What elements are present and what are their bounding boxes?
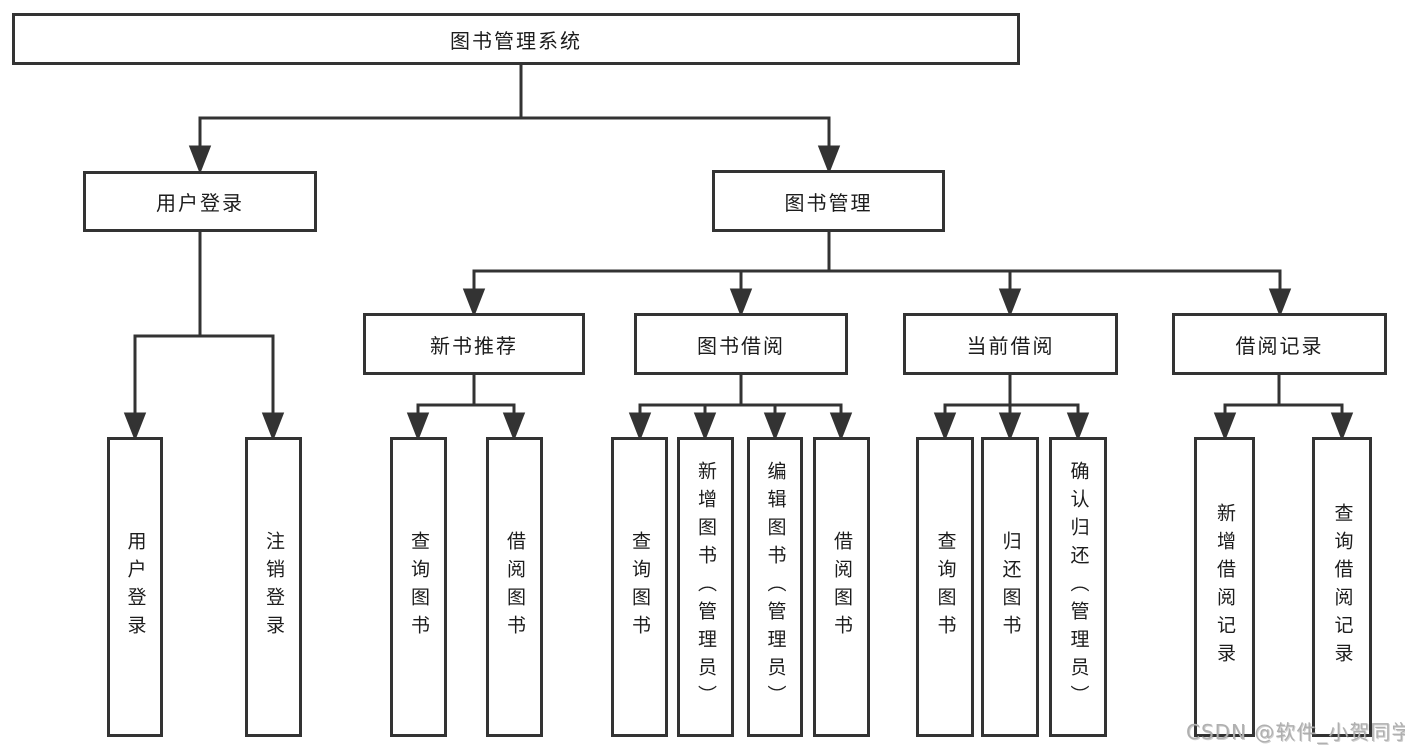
node-leaf-cb-query-books-label: 查询图书	[934, 531, 957, 643]
connector-book-mgmt-to-groups	[462, 231, 1292, 318]
node-leaf-user-login: 用户登录	[107, 437, 163, 737]
node-book-borrow: 图书借阅	[634, 313, 848, 375]
node-root-label: 图书管理系统	[450, 28, 582, 53]
node-new-book-recommend-label: 新书推荐	[430, 333, 518, 358]
node-borrow-records: 借阅记录	[1172, 313, 1387, 375]
node-current-borrow-label: 当前借阅	[966, 333, 1055, 358]
connector-user-login-to-leaves	[123, 231, 285, 442]
node-leaf-nb-query-books-label: 查询图书	[408, 531, 430, 643]
connector-current-borrow-group	[933, 374, 1090, 442]
node-leaf-logout-label: 注销登录	[263, 531, 285, 643]
node-leaf-br-query-record-label: 查询借阅记录	[1331, 503, 1354, 671]
node-leaf-bb-edit-books-label: 编辑图书（管理员）	[764, 461, 787, 713]
node-leaf-user-login-label: 用户登录	[124, 531, 147, 643]
node-user-login: 用户登录	[83, 171, 317, 232]
connector-borrow-records-group	[1213, 374, 1354, 442]
node-leaf-bb-add-books: 新增图书（管理员）	[677, 437, 734, 737]
node-leaf-cb-confirm-return: 确认归还（管理员）	[1049, 437, 1107, 737]
watermark-text: CSDN @软件_小贺同学	[1186, 720, 1405, 744]
node-leaf-logout: 注销登录	[245, 437, 302, 737]
node-user-login-label: 用户登录	[156, 191, 244, 215]
node-leaf-bb-query-books: 查询图书	[611, 437, 668, 737]
node-book-management: 图书管理	[712, 170, 945, 232]
node-leaf-bb-edit-books: 编辑图书（管理员）	[747, 437, 803, 737]
node-book-borrow-label: 图书借阅	[697, 333, 785, 358]
node-leaf-bb-borrow-books-label: 借阅图书	[831, 531, 853, 643]
node-current-borrow: 当前借阅	[903, 313, 1118, 375]
node-book-management-label: 图书管理	[784, 190, 873, 215]
node-leaf-br-add-record-label: 新增借阅记录	[1214, 503, 1236, 671]
node-leaf-bb-query-books-label: 查询图书	[629, 531, 651, 643]
node-leaf-cb-confirm-return-label: 确认归还（管理员）	[1067, 461, 1090, 713]
node-leaf-bb-borrow-books: 借阅图书	[813, 437, 870, 737]
connector-new-book-group	[406, 374, 526, 442]
node-leaf-cb-return-books-label: 归还图书	[999, 531, 1022, 643]
node-leaf-nb-borrow-books: 借阅图书	[486, 437, 543, 737]
node-new-book-recommend: 新书推荐	[363, 313, 585, 375]
node-leaf-br-query-record: 查询借阅记录	[1312, 437, 1372, 737]
node-borrow-records-label: 借阅记录	[1235, 333, 1324, 358]
node-leaf-nb-query-books: 查询图书	[390, 437, 447, 737]
node-leaf-bb-add-books-label: 新增图书（管理员）	[695, 461, 717, 713]
node-leaf-cb-return-books: 归还图书	[981, 437, 1039, 737]
connector-book-borrow-group	[628, 374, 853, 442]
node-leaf-cb-query-books: 查询图书	[916, 437, 974, 737]
node-root: 图书管理系统	[12, 13, 1020, 65]
node-leaf-nb-borrow-books-label: 借阅图书	[504, 531, 526, 643]
node-leaf-br-add-record: 新增借阅记录	[1194, 437, 1255, 737]
connector-root-to-level2	[188, 64, 841, 175]
